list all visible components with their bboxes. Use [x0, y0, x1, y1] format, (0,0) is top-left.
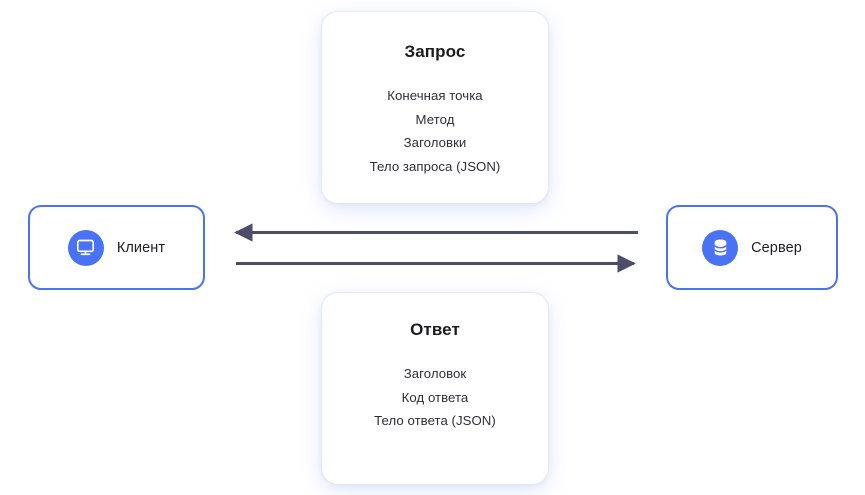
card-request-title: Запрос	[404, 42, 466, 61]
node-client[interactable]: Клиент	[28, 205, 205, 290]
card-request: Запрос Конечная точка Метод Заголовки Те…	[322, 12, 548, 203]
database-icon	[702, 229, 739, 266]
list-item: Заголовки	[403, 135, 467, 150]
list-item: Метод	[415, 111, 455, 127]
card-response-list: Заголовок Код ответа Тело ответа (JSON)	[322, 362, 548, 433]
list-item: Тело запроса (JSON)	[369, 158, 501, 174]
list-item: Заголовок	[403, 366, 467, 381]
list-item: Конечная точка	[387, 88, 483, 103]
card-response-title: Ответ	[410, 320, 460, 339]
monitor-icon	[67, 229, 104, 266]
card-response: Ответ Заголовок Код ответа Тело ответа (…	[322, 293, 548, 484]
list-item: Тело ответа (JSON)	[374, 413, 496, 428]
list-item: Код ответа	[401, 389, 469, 405]
node-client-label: Клиент	[116, 239, 166, 256]
node-server[interactable]: Сервер	[666, 205, 838, 290]
node-server-label: Сервер	[751, 239, 802, 256]
card-request-list: Конечная точка Метод Заголовки Тело запр…	[322, 84, 548, 178]
